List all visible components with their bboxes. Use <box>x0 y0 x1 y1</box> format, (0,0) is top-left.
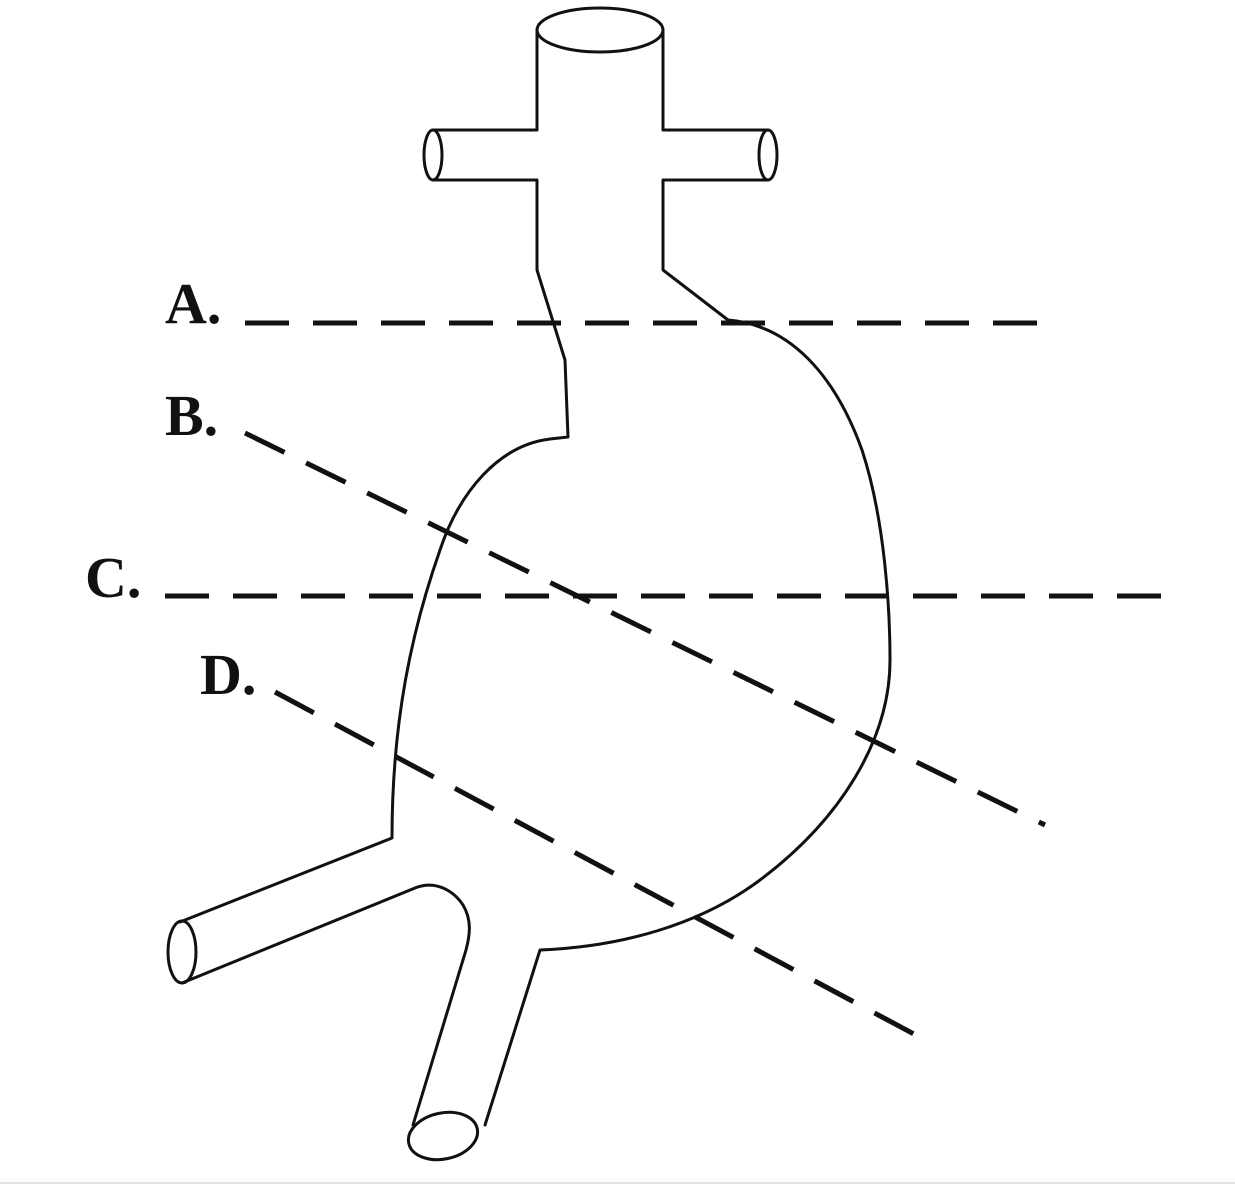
left-branch-opening <box>422 128 444 182</box>
label-b: B. <box>165 383 218 448</box>
top-opening <box>535 6 665 54</box>
right-branch-opening <box>757 128 779 182</box>
label-d: D. <box>200 642 256 707</box>
left-outlet-lower-wall <box>180 883 471 1127</box>
cut-line-b <box>243 430 1047 828</box>
cut-labels: A. B. C. D. <box>85 271 256 707</box>
upper-tube-right-wall <box>483 28 892 1127</box>
label-a: A. <box>165 271 221 336</box>
cutting-planes <box>165 320 1165 1043</box>
label-c: C. <box>85 545 141 610</box>
upper-tube-left-wall <box>178 28 570 924</box>
left-outlet-opening <box>166 919 198 985</box>
bottom-outlet-opening <box>406 1110 480 1162</box>
vessel-outline <box>166 6 892 1162</box>
cut-line-d <box>273 689 927 1043</box>
